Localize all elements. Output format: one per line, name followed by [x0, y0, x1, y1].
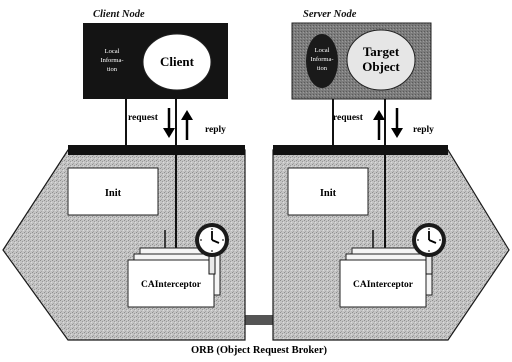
server-node-title: Server Node [303, 9, 357, 20]
server-panel-top-bar [273, 145, 448, 155]
orb-label: ORB (Object Request Broker) [191, 345, 327, 356]
client-panel-top-bar [68, 145, 245, 155]
arrow-down-icon [163, 108, 175, 138]
server-init-label: Init [320, 188, 337, 199]
target-object-line-1: Target [363, 44, 400, 59]
arrow-up-icon [181, 110, 193, 140]
server-local-info-line-2: Informa- [310, 56, 333, 63]
client-request-label: request [128, 113, 159, 123]
server-local-info-line-3: tion [317, 65, 328, 72]
orb-connector-band [245, 315, 273, 325]
client-local-info-line-3: tion [107, 66, 118, 73]
client-interceptor-label: CAInterceptor [141, 280, 202, 290]
server-local-info-line-1: Local [315, 47, 330, 54]
client-local-info-line-1: Local [105, 48, 120, 55]
arrow-up-icon [373, 110, 385, 140]
client-local-info-line-2: Informa- [100, 57, 123, 64]
client-node-title: Client Node [93, 9, 145, 20]
server-reply-label: reply [413, 125, 434, 135]
client-label: Client [160, 54, 195, 69]
client-init-label: Init [105, 188, 122, 199]
server-interceptor-label: CAInterceptor [353, 280, 414, 290]
server-request-label: request [333, 113, 364, 123]
target-object-line-2: Object [362, 59, 400, 74]
client-reply-label: reply [205, 125, 226, 135]
arrow-down-icon [391, 108, 403, 138]
